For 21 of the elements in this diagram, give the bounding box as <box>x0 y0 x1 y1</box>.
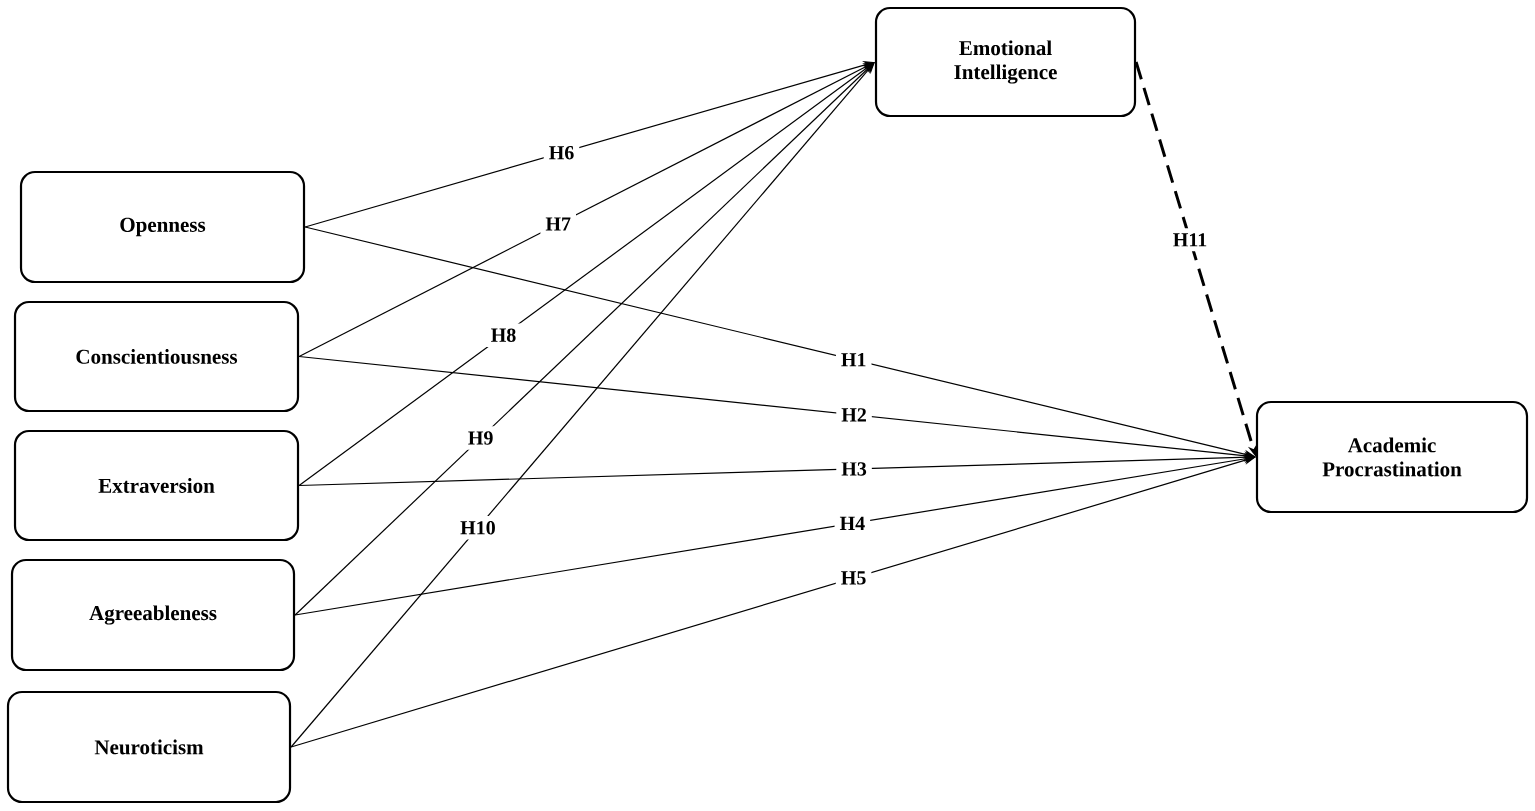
edge-label: H9 <box>468 431 493 445</box>
edge-label: H2 <box>841 408 866 422</box>
edge-label: H1 <box>841 353 866 367</box>
edge-label: H11 <box>1173 233 1207 247</box>
construct-box: Openness <box>19 170 306 284</box>
construct-box: Emotional Intelligence <box>874 6 1137 118</box>
edge-label: H4 <box>839 516 865 530</box>
edge-label: H5 <box>841 571 866 585</box>
edge-label: H6 <box>549 146 574 160</box>
construct-box: Neuroticism <box>6 690 292 804</box>
edge-label: H7 <box>545 217 571 231</box>
edge-label: H10 <box>460 521 495 535</box>
construct-box: Academic Procrastination <box>1255 400 1529 514</box>
edge-label: H8 <box>491 328 516 342</box>
arrow <box>298 62 875 487</box>
edge-label: H3 <box>841 462 867 476</box>
construct-box: Conscientiousness <box>13 300 300 413</box>
arrow <box>290 62 875 748</box>
construct-box: Agreeableness <box>10 558 296 672</box>
arrow <box>294 62 875 616</box>
construct-box: Extraversion <box>13 429 300 542</box>
